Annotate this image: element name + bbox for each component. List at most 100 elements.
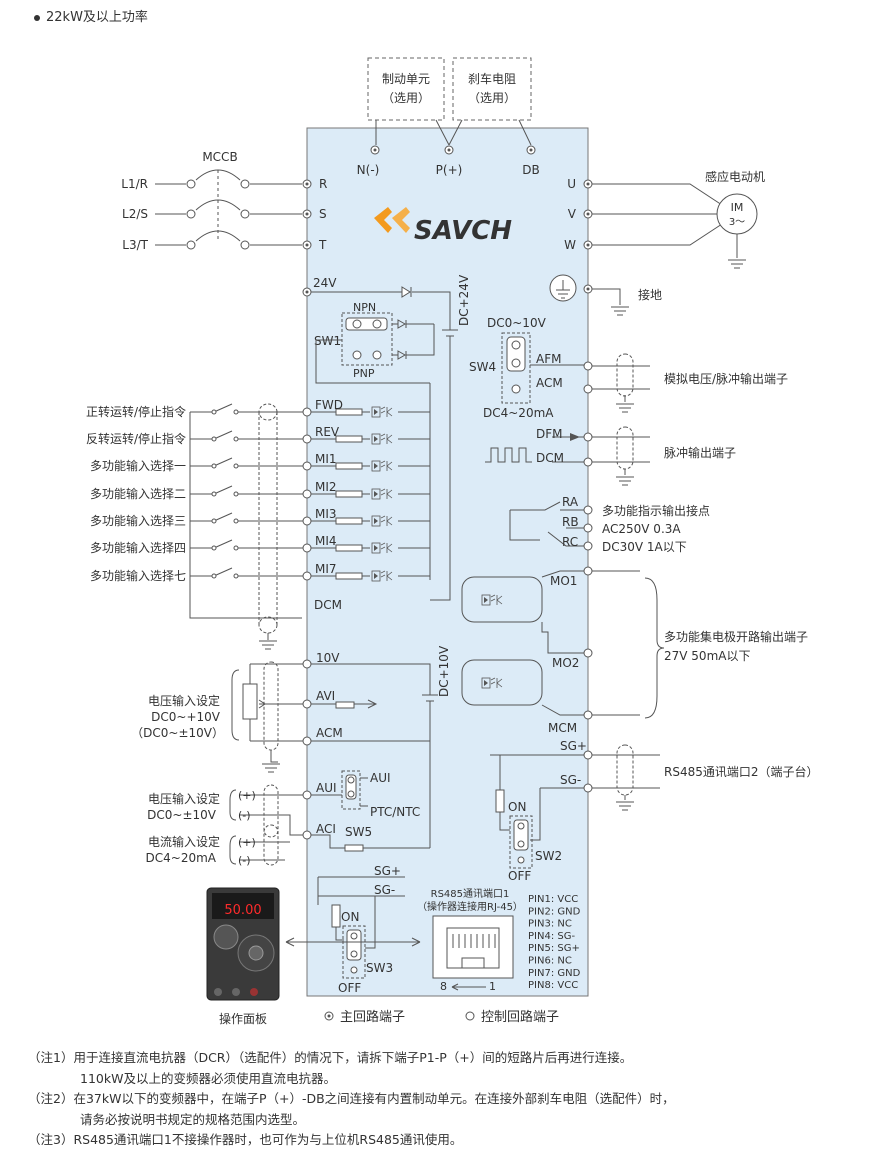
aui-voltage-label: 电压输入设定	[148, 791, 220, 806]
rs485-port2: SG+ SG- ON OFF SW2 RS485通讯端口2（端子台）	[490, 739, 819, 883]
rs485-port1: SG+ SG- ON OFF SW3 RS485通讯端口1 （操作器连接用RJ-…	[317, 864, 523, 995]
terminal-rb: RB	[562, 515, 579, 529]
digital-input-terminal: MI4	[315, 534, 337, 548]
note-2: （注2）在37kW以下的变频器中，在端子P（+）-DB之间连接有内置制动单元。在…	[28, 1091, 675, 1106]
input-l2: L2/S	[122, 207, 148, 221]
terminal-aui: AUI	[316, 781, 337, 795]
terminal-u: U	[567, 177, 576, 191]
sw1-switch	[315, 312, 435, 384]
npn-label: NPN	[353, 301, 376, 314]
pin-entry: PIN1: VCC	[528, 894, 578, 905]
digital-input-label: 多功能输入选择一	[90, 458, 186, 473]
savch-logo: SAVCH	[374, 207, 512, 246]
sw4-bottom-label: DC4~20mA	[483, 406, 554, 420]
voltage-input-range-alt: （DC0~±10V）	[131, 726, 224, 740]
heading-text: 22kW及以上功率	[46, 10, 148, 25]
pin-entry: PIN7: GND	[528, 968, 581, 979]
terminal-mcm: MCM	[548, 721, 577, 735]
sw3-label: SW3	[366, 961, 393, 975]
section-heading: 22kW及以上功率	[34, 6, 148, 25]
analog-input-block: 10V AVI ACM AUI ACI SW5 DC+10V AUI PTC/N…	[229, 645, 451, 866]
brake-unit-box: 制动单元 （选用）	[367, 57, 445, 121]
relay-label-3: DC30V 1A以下	[602, 540, 687, 554]
ptc-label: PTC/NTC	[370, 805, 420, 819]
sw2-on: ON	[508, 800, 526, 814]
aui-voltage-range: DC0~±10V	[147, 808, 217, 822]
aci-plus: (+)	[238, 836, 256, 849]
brake-resistor-optional: （选用）	[468, 91, 516, 105]
terminal-w: W	[564, 238, 576, 252]
panel-knob-icon[interactable]	[213, 924, 239, 950]
analog-output: AFM ACM 模拟电压/脉冲输出端子	[536, 352, 788, 413]
aui-plus: (+)	[238, 789, 256, 802]
note-1: （注1）用于连接直流电抗器（DCR）（选配件）的情况下，请拆下端子P1-P（+）…	[28, 1050, 633, 1065]
terminal-rc: RC	[562, 535, 578, 549]
digital-common	[189, 383, 431, 640]
digital-input-row: 多功能输入选择七 MI7	[90, 562, 430, 583]
digital-input-label: 多功能输入选择二	[90, 486, 186, 501]
terminal-ra: RA	[562, 495, 579, 509]
port1-sg-plus: SG+	[374, 864, 401, 878]
motor-symbol: IM 3～	[716, 193, 758, 269]
terminal-sg-plus: SG+	[560, 739, 587, 753]
analog-input-labels: 电压输入设定 DC0~+10V （DC0~±10V） 电压输入设定 DC0~±1…	[131, 693, 256, 867]
rj45-pin1: 1	[489, 980, 496, 993]
open-collector-label-1: 多功能集电极开路输出端子	[664, 629, 808, 644]
mccb-label: MCCB	[202, 150, 237, 164]
rj45-pin8: 8	[440, 980, 447, 993]
voltage-input-label: 电压输入设定	[148, 693, 220, 708]
notes: （注1）用于连接直流电抗器（DCR）（选配件）的情况下，请拆下端子P1-P（+）…	[28, 1048, 868, 1151]
terminal-acm-out: ACM	[536, 376, 563, 390]
sw2-off: OFF	[508, 869, 531, 883]
current-input-range: DC4~20mA	[146, 851, 217, 865]
pnp-label: PNP	[353, 367, 375, 380]
terminal-avi: AVI	[316, 689, 335, 703]
aui-select-label: AUI	[370, 771, 391, 785]
top-terminals: N(-) P(+) DB	[357, 145, 540, 177]
digital-input-terminal: MI7	[315, 562, 337, 576]
digital-input-terminal: MI2	[315, 480, 337, 494]
digital-input-terminal: REV	[315, 425, 340, 439]
note-3: （注3）RS485通讯端口1不接操作器时，也可作为与上位机RS485通讯使用。	[28, 1132, 463, 1147]
digital-input-label: 多功能输入选择七	[90, 568, 186, 583]
diagram-svg: 制动单元 （选用） 刹车电阻 （选用） N(-) P(+) DB MCCB L1…	[86, 57, 819, 1026]
terminal-t: T	[318, 238, 327, 252]
main-in-terminals: R S T	[302, 177, 327, 252]
rs485-port2-label: RS485通讯端口2（端子台）	[664, 764, 819, 779]
aui-minus: (-)	[238, 809, 251, 822]
pulse-output: DFM DCM 脉冲输出端子	[485, 426, 736, 486]
relay-label-1: 多功能指示输出接点	[602, 503, 710, 518]
pin-entry: PIN5: SG+	[528, 943, 580, 954]
terminal-r: R	[319, 177, 327, 191]
terminal-v: V	[568, 207, 577, 221]
legend-main: 主回路端子	[340, 1009, 405, 1025]
power-input-lines	[155, 169, 302, 250]
note-1-cont: 110kW及以上的变频器必须使用直流电抗器。	[80, 1070, 336, 1086]
terminal-db: DB	[522, 163, 539, 177]
sw4-switch	[501, 332, 584, 404]
pin-entry: PIN3: NC	[528, 919, 572, 930]
motor-im: IM	[731, 201, 744, 214]
terminal-acm-in: ACM	[316, 726, 343, 740]
sw3-on: ON	[341, 910, 359, 924]
terminal-sg-minus: SG-	[560, 773, 581, 787]
main-out-terminals: U V W	[564, 177, 593, 252]
pin-entry: PIN6: NC	[528, 956, 572, 967]
open-collector-label-2: 27V 50mA以下	[664, 649, 750, 663]
rj45-port-icon	[432, 915, 514, 979]
brake-resistor-box: 刹车电阻 （选用）	[452, 57, 532, 121]
motor-phase: 3～	[729, 217, 745, 228]
brake-resistor-label: 刹车电阻	[468, 71, 516, 86]
digital-input-terminal: MI3	[315, 507, 337, 521]
pin-entry: PIN4: SG-	[528, 931, 575, 942]
current-input-label: 电流输入设定	[148, 834, 220, 849]
operator-panel[interactable]: 50.00	[206, 887, 280, 1001]
inverter-panel	[306, 127, 589, 997]
terminal-dfm: DFM	[536, 427, 563, 441]
digital-input-label: 正转运转/停止指令	[86, 404, 186, 419]
relay-label-2: AC250V 0.3A	[602, 522, 681, 536]
